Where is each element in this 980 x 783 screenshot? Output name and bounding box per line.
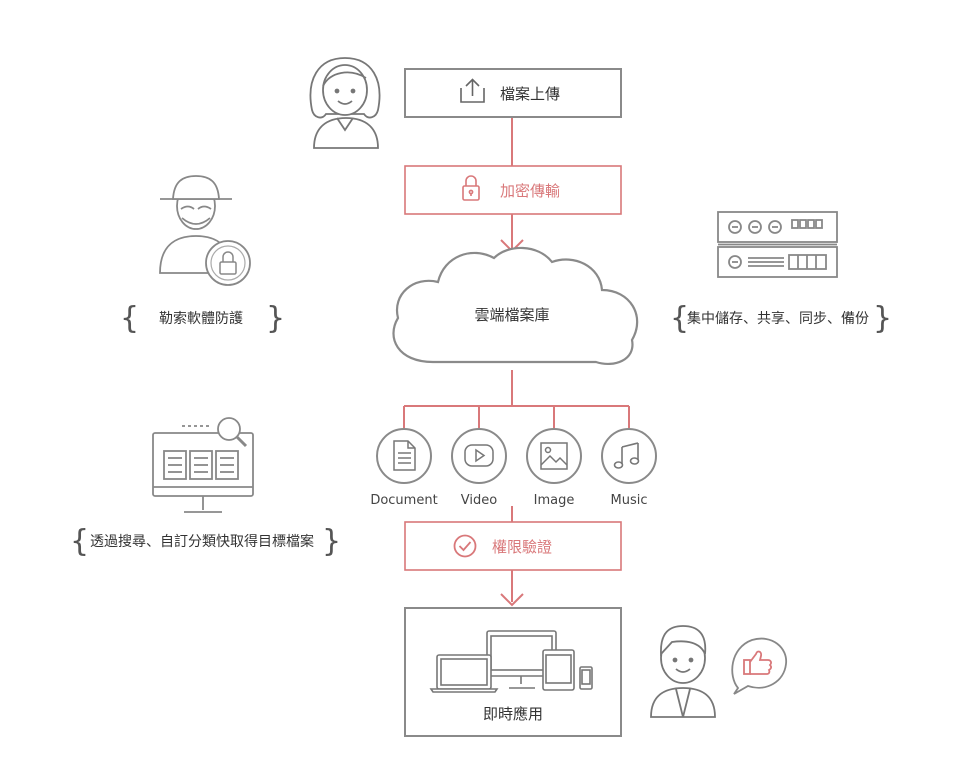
- right-brace-icon: }: [266, 301, 285, 336]
- devices-icon: [429, 630, 593, 693]
- video-type: Video: [451, 428, 507, 508]
- document-icon: [393, 440, 416, 471]
- right-brace-icon: }: [873, 301, 892, 336]
- storage-note: { 集中儲存、共享、同步、備份 }: [670, 301, 892, 336]
- ransomware-note: { 勒索軟體防護 }: [120, 301, 285, 336]
- left-brace-icon: {: [70, 524, 89, 559]
- access-step: 即時應用: [404, 607, 622, 737]
- verify-step: 權限驗證: [404, 521, 622, 571]
- ransomware-label: 勒索軟體防護: [159, 310, 243, 327]
- file-type-label: Music: [611, 493, 648, 508]
- upload-label: 檔案上傳: [500, 85, 560, 103]
- upload-step: 檔案上傳: [404, 68, 622, 118]
- storage-label: 集中儲存、共享、同步、備份: [687, 310, 869, 327]
- image-icon: [540, 442, 568, 470]
- file-type-label: Image: [534, 493, 575, 508]
- user-man-icon: [650, 625, 716, 718]
- video-icon: [464, 444, 494, 467]
- access-label: 即時應用: [483, 705, 543, 723]
- left-brace-icon: {: [120, 301, 139, 336]
- cloud-icon: [392, 246, 639, 366]
- thumbs-up-bubble: [731, 637, 787, 695]
- check-circle-icon: [453, 534, 477, 558]
- verify-label: 權限驗證: [492, 538, 552, 556]
- encrypt-label: 加密傳輸: [500, 182, 560, 200]
- file-types: Document Video Image: [370, 428, 657, 508]
- server-icon: [717, 211, 838, 278]
- thumbs-up-icon: [743, 650, 772, 675]
- music-type: Music: [601, 428, 657, 508]
- cloud-label: 雲端檔案庫: [474, 306, 549, 324]
- document-type: Document: [370, 428, 438, 508]
- image-type: Image: [526, 428, 582, 508]
- file-type-label: Video: [461, 493, 497, 508]
- right-brace-icon: }: [322, 524, 341, 559]
- search-label: 透過搜尋、自訂分類快取得目標檔案: [90, 533, 314, 550]
- user-woman-icon: [309, 57, 381, 149]
- cloud-storage: 雲端檔案庫: [392, 246, 639, 366]
- file-type-label: Document: [370, 493, 437, 508]
- upload-icon: [460, 78, 485, 103]
- left-brace-icon: {: [670, 301, 689, 336]
- music-icon: [613, 442, 640, 469]
- search-note: { 透過搜尋、自訂分類快取得目標檔案 }: [70, 524, 341, 559]
- flow-connectors: [403, 118, 630, 607]
- search-computer-icon: [152, 417, 254, 513]
- ransomware-lock-badge: [205, 240, 251, 286]
- encrypt-step: 加密傳輸: [404, 165, 622, 215]
- lock-icon: [462, 175, 480, 201]
